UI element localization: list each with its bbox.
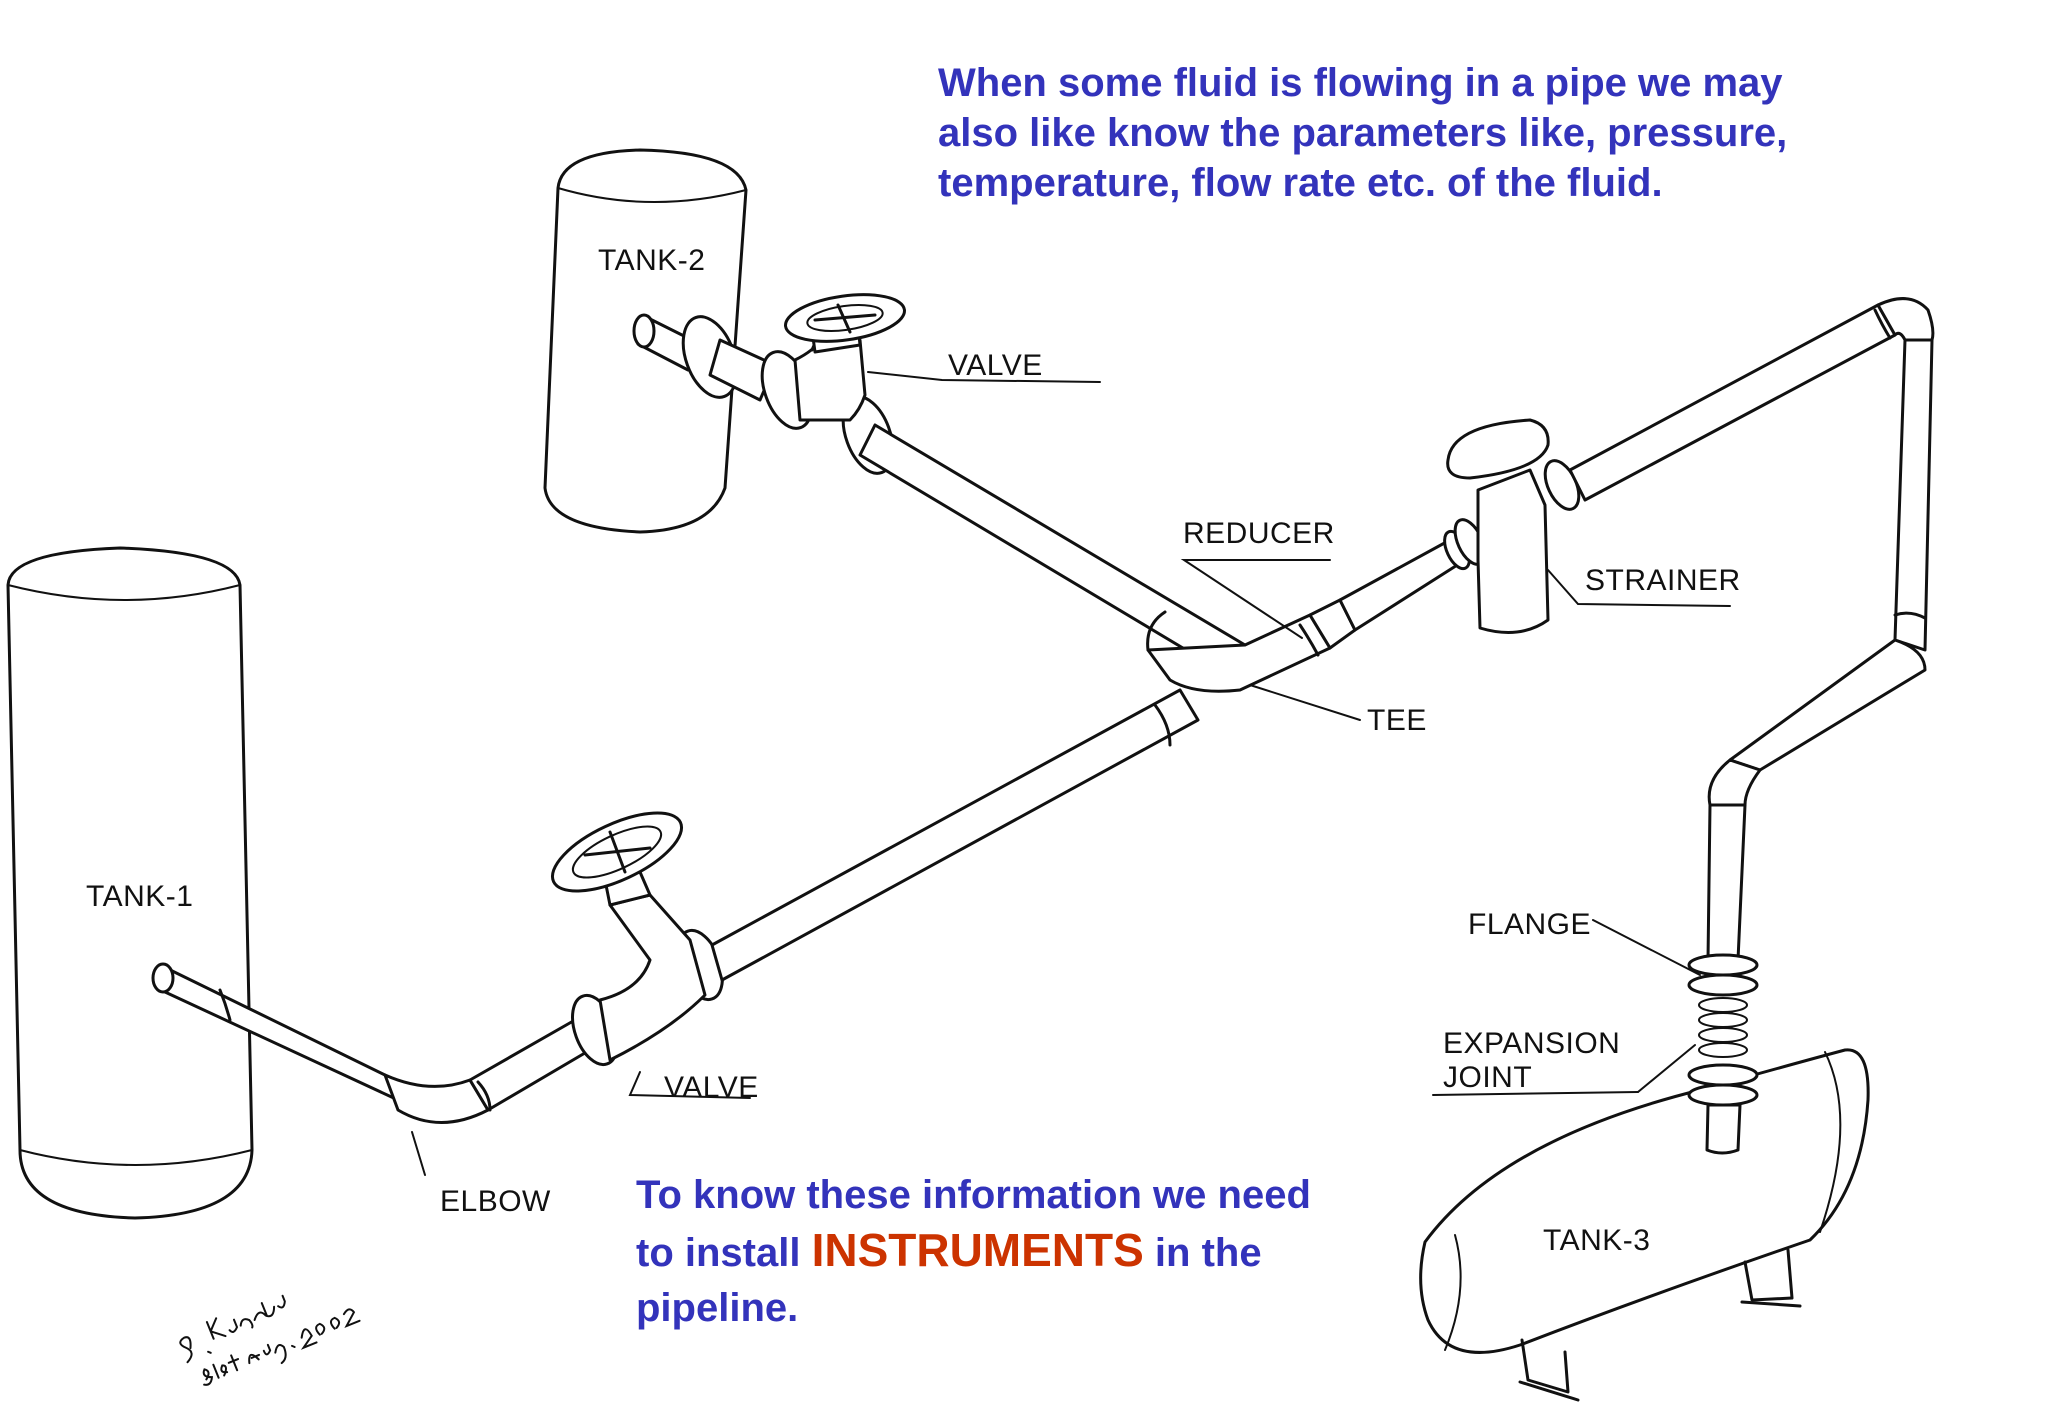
label-tee: TEE — [1367, 704, 1427, 737]
intro-line-1: When some fluid is flowing in a pipe we … — [938, 61, 1783, 105]
intro-line-2: also like know the parameters like, pres… — [938, 111, 1788, 155]
tank-1 — [6, 546, 254, 1220]
label-reducer: REDUCER — [1183, 517, 1335, 550]
instruments-highlight: INSTRUMENTS — [811, 1224, 1144, 1276]
intro-paragraph: When some fluid is flowing in a pipe we … — [938, 58, 1938, 208]
outro-line-2: to install INSTRUMENTS in the — [636, 1223, 1396, 1281]
reducer — [1298, 538, 1464, 657]
tank-3 — [1419, 1048, 1870, 1402]
branch-pipe — [858, 423, 1247, 677]
return-pipe — [1568, 297, 1935, 962]
bottom-pipeline — [151, 962, 592, 1124]
label-flange: FLANGE — [1468, 908, 1591, 941]
outro-line-2-start: to install — [636, 1231, 812, 1275]
label-strainer: STRAINER — [1585, 564, 1741, 597]
labels: TANK-1 TANK-2 TANK-3 VALVE REDUCER STRAI… — [86, 244, 1741, 1257]
label-elbow: ELBOW — [440, 1185, 551, 1218]
label-tank-3: TANK-3 — [1543, 1224, 1650, 1257]
outro-line-2-end: in the — [1143, 1231, 1262, 1275]
strainer — [1443, 418, 1581, 634]
label-valve-bottom: VALVE — [664, 1071, 759, 1104]
outro-paragraph: To know these information we need to ins… — [636, 1168, 1396, 1336]
intro-line-3: temperature, flow rate etc. of the fluid… — [938, 161, 1663, 205]
top-pipeline — [632, 313, 777, 402]
label-valve-top: VALVE — [948, 349, 1043, 382]
outro-line-3: pipeline. — [636, 1286, 799, 1330]
label-expansion: EXPANSION — [1443, 1027, 1620, 1060]
handwritten-signature — [179, 1294, 361, 1386]
valve-top — [760, 293, 906, 475]
expansion-joint — [1687, 953, 1759, 1155]
main-pipe — [710, 688, 1200, 982]
valve-bottom — [550, 811, 724, 1067]
leader-lines — [411, 371, 1731, 1176]
label-tank-2: TANK-2 — [598, 244, 705, 277]
label-joint: JOINT — [1443, 1061, 1532, 1094]
label-tank-1: TANK-1 — [86, 880, 193, 913]
outro-line-1: To know these information we need — [636, 1173, 1311, 1217]
